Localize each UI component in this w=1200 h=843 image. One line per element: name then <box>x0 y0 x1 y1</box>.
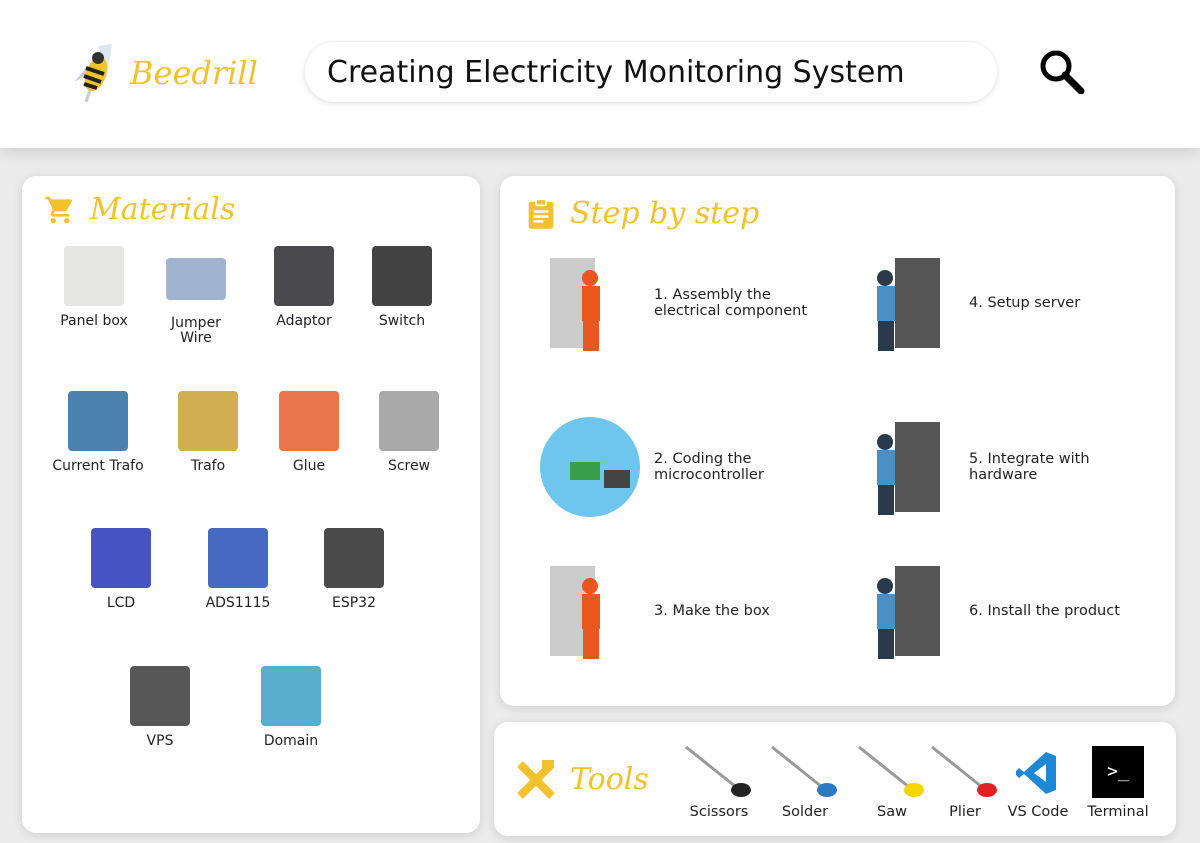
tool-label: VS Code <box>1007 804 1069 820</box>
logo-text: Beedrill <box>130 54 258 92</box>
material-label: ESP32 <box>332 595 376 611</box>
search-button[interactable] <box>1038 48 1086 95</box>
material-label: Domain <box>263 733 319 749</box>
tool-scissors[interactable]: Scissors <box>679 742 759 820</box>
tool-label: Saw <box>877 804 907 820</box>
tool-label: Solder <box>781 804 829 820</box>
step-illustration <box>855 248 955 358</box>
screw-image <box>379 391 439 451</box>
material-item-switch[interactable]: Switch <box>342 246 462 329</box>
material-item-domain[interactable]: Domain <box>231 666 351 749</box>
switch-image <box>372 246 432 306</box>
steps-title: Step by step <box>570 196 760 231</box>
saw-icon <box>858 745 924 797</box>
material-item-adaptor[interactable]: Adaptor <box>244 246 364 329</box>
adaptor-image <box>274 246 334 306</box>
step-illustration <box>855 556 955 666</box>
material-label: Switch <box>378 313 426 329</box>
material-label: Screw <box>387 458 431 474</box>
search-input[interactable]: Creating Electricity Monitoring System <box>305 42 997 102</box>
material-label: ADS1115 <box>205 595 271 611</box>
material-label: LCD <box>106 595 136 611</box>
plier-icon <box>931 745 997 797</box>
tools-card: Tools Scissors Solder Saw Plier VS Code >_ Ter… <box>494 722 1176 836</box>
tool-plier[interactable]: Plier <box>925 742 1005 820</box>
material-item-glue[interactable]: Glue <box>249 391 369 474</box>
steps-heading: Step by step <box>526 196 759 231</box>
steps-card: Step by step 1. Assembly the electrical … <box>500 176 1175 706</box>
step-label: 1. Assembly the electrical component <box>654 287 808 319</box>
panel-image <box>64 246 124 306</box>
step-label: 6. Install the product <box>969 603 1120 619</box>
step-install: 6. Install the product <box>855 556 1120 666</box>
tools-title: Tools <box>570 761 649 797</box>
tool-solder[interactable]: Solder <box>765 742 845 820</box>
scissors-icon <box>685 745 751 797</box>
tools-icon <box>517 760 555 799</box>
material-item-wire[interactable]: Jumper Wire <box>136 246 256 346</box>
material-item-ads[interactable]: ADS1115 <box>178 528 298 611</box>
materials-heading: Materials <box>44 192 235 227</box>
wire-image <box>166 258 226 300</box>
terminal-icon: >_ <box>1092 746 1144 798</box>
material-label: Jumper Wire <box>171 315 221 346</box>
tool-vscode[interactable]: VS Code <box>998 742 1078 820</box>
lcd-image <box>91 528 151 588</box>
material-item-trafo[interactable]: Trafo <box>148 391 268 474</box>
material-item-lcd[interactable]: LCD <box>61 528 181 611</box>
tool-terminal[interactable]: >_ Terminal <box>1078 742 1158 820</box>
material-label: Current Trafo <box>52 458 144 474</box>
tool-label: Plier <box>949 804 981 820</box>
step-label: 4. Setup server <box>969 295 1081 311</box>
material-label: Panel box <box>60 313 128 329</box>
material-item-esp[interactable]: ESP32 <box>294 528 414 611</box>
material-label: Glue <box>292 458 326 474</box>
domain-image <box>261 666 321 726</box>
material-label: Adaptor <box>276 313 332 329</box>
tool-label: Terminal <box>1087 804 1149 820</box>
glue-image <box>279 391 339 451</box>
material-item-panel[interactable]: Panel box <box>34 246 154 329</box>
material-item-screw[interactable]: Screw <box>349 391 469 474</box>
material-label: VPS <box>146 733 174 749</box>
ct-image <box>68 391 128 451</box>
step-label: 2. Coding the microcontroller <box>654 451 764 483</box>
tool-label: Scissors <box>689 804 749 820</box>
step-illustration <box>540 412 640 522</box>
clipboard-icon <box>528 197 554 229</box>
search-icon <box>1040 50 1085 95</box>
solder-icon <box>771 745 837 797</box>
vscode-icon <box>1016 752 1056 794</box>
vps-image <box>130 666 190 726</box>
step-assembly: 1. Assembly the electrical component <box>540 248 807 358</box>
step-coding: 2. Coding the microcontroller <box>540 412 764 522</box>
ads-image <box>208 528 268 588</box>
materials-card: Materials Panel box Jumper Wire Adaptor Swi… <box>22 176 480 833</box>
material-item-ct[interactable]: Current Trafo <box>38 391 158 474</box>
material-label: Trafo <box>190 458 226 474</box>
esp-image <box>324 528 384 588</box>
logo[interactable]: Beedrill <box>68 42 258 104</box>
step-make-box: 3. Make the box <box>540 556 770 666</box>
header: Beedrill Creating Electricity Monitoring… <box>0 0 1200 148</box>
step-setup-server: 4. Setup server <box>855 248 1080 358</box>
materials-title: Materials <box>90 192 236 227</box>
tool-saw[interactable]: Saw <box>852 742 932 820</box>
step-label: 5. Integrate with hardware <box>969 451 1090 483</box>
step-illustration <box>540 556 640 666</box>
cart-icon <box>45 196 72 223</box>
material-item-vps[interactable]: VPS <box>100 666 220 749</box>
bee-icon <box>74 44 112 103</box>
step-illustration <box>855 412 955 522</box>
step-illustration <box>540 248 640 358</box>
trafo-image <box>178 391 238 451</box>
step-label: 3. Make the box <box>654 603 770 619</box>
step-integrate: 5. Integrate with hardware <box>855 412 1090 522</box>
tools-heading: Tools <box>516 758 649 800</box>
